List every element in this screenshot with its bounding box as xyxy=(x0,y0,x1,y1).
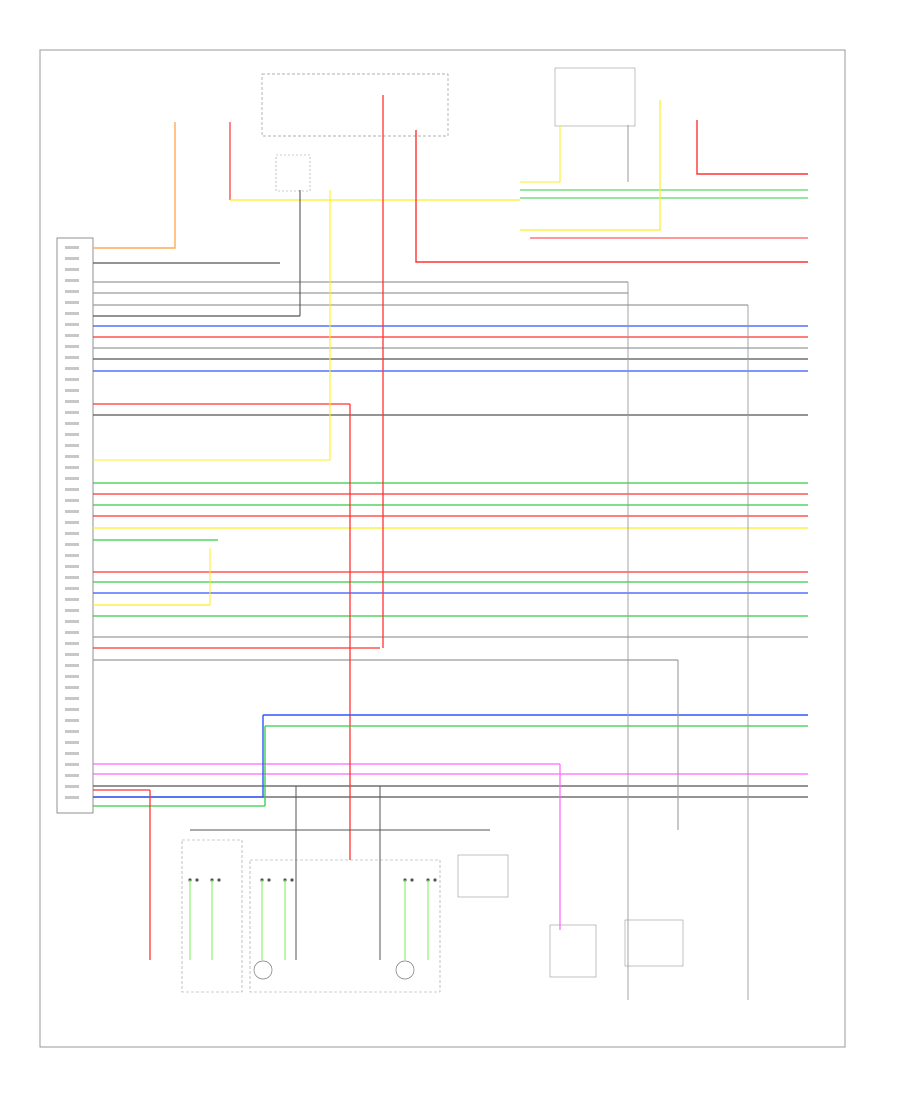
pin-label-mark-35 xyxy=(65,620,79,623)
pin-label-mark-26 xyxy=(65,521,79,524)
pin-label-mark-36 xyxy=(65,631,79,634)
connector-dot-8 xyxy=(290,878,294,882)
pin-label-mark-20 xyxy=(65,455,79,458)
connector-dot-4 xyxy=(217,878,221,882)
diagram-border xyxy=(39,49,846,1048)
pin-label-mark-40 xyxy=(65,675,79,678)
pin-label-mark-4 xyxy=(65,279,79,282)
pin-label-mark-12 xyxy=(65,367,79,370)
pin-label-mark-19 xyxy=(65,444,79,447)
connector-dot-12 xyxy=(433,878,437,882)
pin-label-mark-33 xyxy=(65,598,79,601)
connector-dot-group xyxy=(188,878,437,882)
label-mark-group xyxy=(65,246,79,799)
wire-blue-loop xyxy=(93,715,264,798)
pin-label-mark-32 xyxy=(65,587,79,590)
wire-group xyxy=(93,95,808,1000)
fuse-box-top xyxy=(261,73,449,137)
pin-label-mark-3 xyxy=(65,268,79,271)
pin-label-mark-29 xyxy=(65,554,79,557)
pin-label-mark-7 xyxy=(65,312,79,315)
pin-label-mark-6 xyxy=(65,301,79,304)
pin-label-mark-42 xyxy=(65,697,79,700)
pin-label-mark-41 xyxy=(65,686,79,689)
pin-label-mark-17 xyxy=(65,422,79,425)
pin-label-mark-34 xyxy=(65,609,79,612)
pin-label-mark-37 xyxy=(65,642,79,645)
pin-label-mark-16 xyxy=(65,411,79,414)
pin-label-mark-38 xyxy=(65,653,79,656)
pin-label-mark-28 xyxy=(65,543,79,546)
pin-label-mark-46 xyxy=(65,741,79,744)
connector-dot-10 xyxy=(410,878,414,882)
wire-yellow-relay xyxy=(520,125,561,183)
motor-symbol-1 xyxy=(253,960,273,980)
relay-box-top-right xyxy=(554,67,636,127)
pin-label-mark-2 xyxy=(65,257,79,260)
ecu-module-box xyxy=(56,237,94,814)
wire-red-top-right xyxy=(696,120,808,175)
pin-label-mark-9 xyxy=(65,334,79,337)
pin-label-mark-48 xyxy=(65,763,79,766)
pin-label-mark-1 xyxy=(65,246,79,249)
pin-label-mark-15 xyxy=(65,400,79,403)
pin-label-mark-14 xyxy=(65,389,79,392)
pin-label-mark-25 xyxy=(65,510,79,513)
pin-label-mark-51 xyxy=(65,796,79,799)
pin-label-mark-5 xyxy=(65,290,79,293)
pin-label-mark-45 xyxy=(65,730,79,733)
pin-label-mark-39 xyxy=(65,664,79,667)
pin-label-mark-49 xyxy=(65,774,79,777)
pin-label-mark-47 xyxy=(65,752,79,755)
bottom-component-box-3 xyxy=(457,854,509,898)
pin-label-mark-21 xyxy=(65,466,79,469)
bottom-component-box-2 xyxy=(249,859,441,993)
pin-label-mark-22 xyxy=(65,477,79,480)
pin-label-mark-18 xyxy=(65,433,79,436)
pin-label-mark-44 xyxy=(65,719,79,722)
pin-label-mark-27 xyxy=(65,532,79,535)
sensor-box-small xyxy=(275,154,311,192)
wire-orange-feed xyxy=(93,122,176,249)
pin-label-mark-30 xyxy=(65,565,79,568)
connector-dot-2 xyxy=(195,878,199,882)
wire-yellow-sensor xyxy=(93,190,331,461)
connector-dot-6 xyxy=(267,878,271,882)
pin-label-mark-43 xyxy=(65,708,79,711)
pin-label-mark-31 xyxy=(65,576,79,579)
motor-symbol-2 xyxy=(395,960,415,980)
bottom-component-box-5 xyxy=(624,919,684,967)
pin-label-mark-50 xyxy=(65,785,79,788)
bottom-component-box-1 xyxy=(181,839,243,993)
wire-yellow-right xyxy=(520,100,661,231)
pin-label-mark-13 xyxy=(65,378,79,381)
pin-label-mark-23 xyxy=(65,488,79,491)
pin-label-mark-24 xyxy=(65,499,79,502)
pin-label-mark-11 xyxy=(65,356,79,359)
bottom-component-box-4 xyxy=(549,924,597,978)
wire-red-to-right xyxy=(415,130,808,263)
pin-label-mark-8 xyxy=(65,323,79,326)
pin-label-mark-10 xyxy=(65,345,79,348)
